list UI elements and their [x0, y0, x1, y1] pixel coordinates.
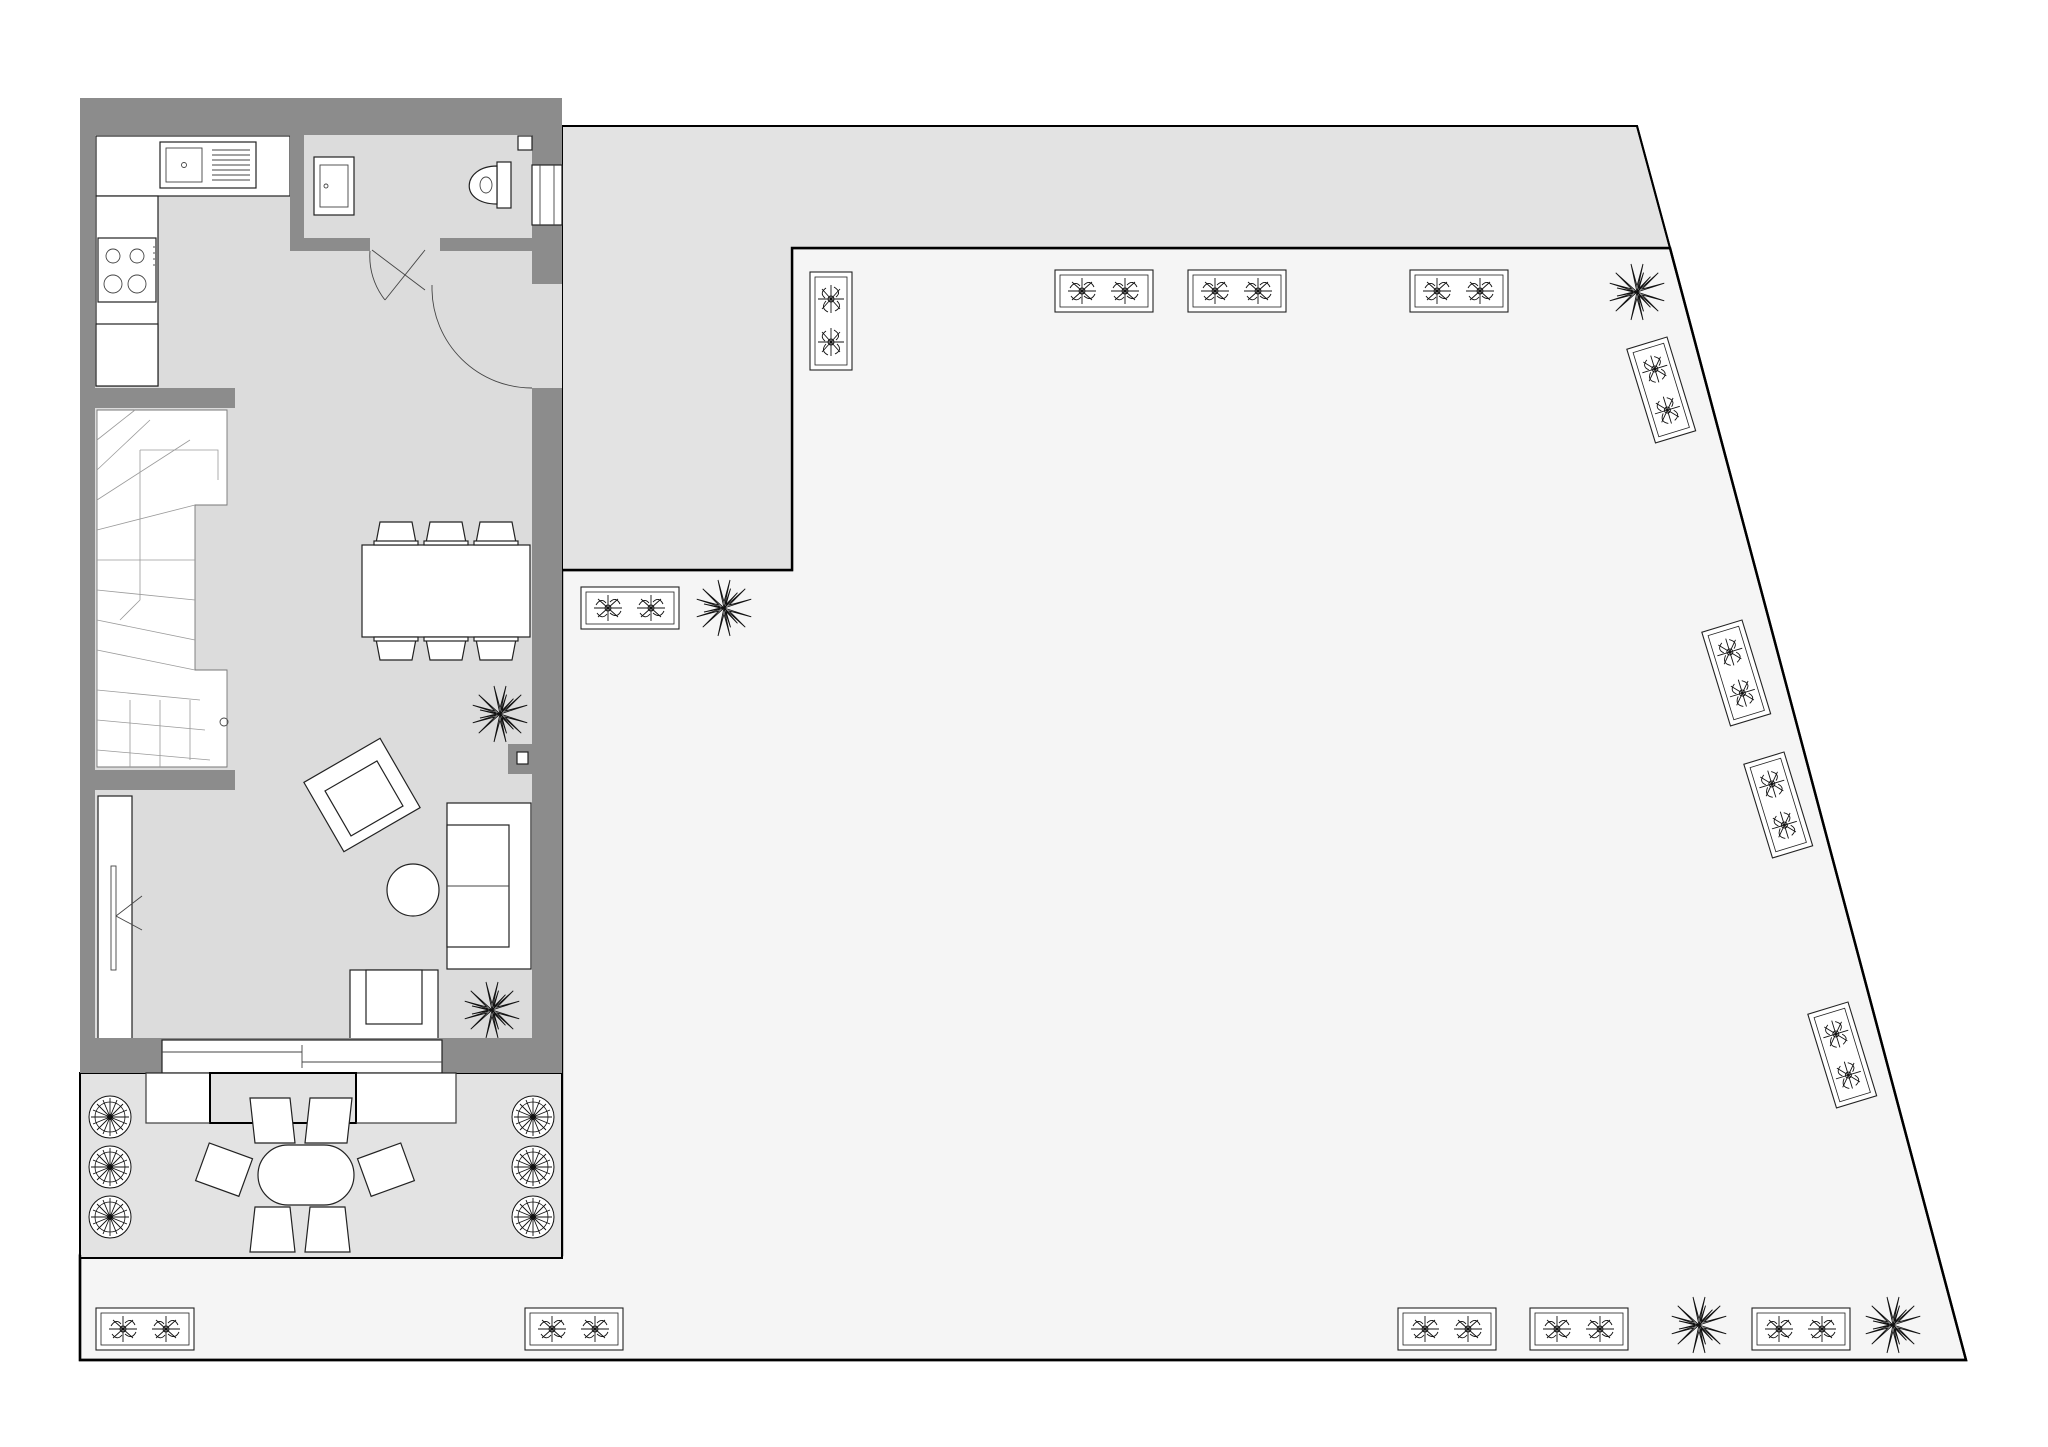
patio-chair [304, 1097, 353, 1144]
round-shrub-icon [511, 1195, 555, 1239]
round-shrub-icon [88, 1195, 132, 1239]
patio-chair [249, 1206, 296, 1253]
planter-box-icon [1054, 269, 1154, 313]
washbasin-icon [313, 156, 355, 216]
dining-chair [373, 636, 419, 661]
entry-door-swing [431, 289, 533, 389]
staircase-icon [96, 409, 229, 768]
planter-box-icon [1529, 1307, 1629, 1351]
dining-chair [473, 521, 519, 546]
living-room [97, 737, 532, 1041]
dining-table [361, 544, 531, 638]
stair-living-wall [95, 770, 235, 790]
hall-floor [532, 284, 562, 388]
wc [290, 98, 563, 301]
patio-chair [356, 1142, 416, 1198]
patio-set [194, 1097, 416, 1253]
kitchen [95, 135, 291, 387]
patio-chair [304, 1206, 351, 1253]
planter-box-icon [1397, 1307, 1497, 1351]
round-shrub-icon [511, 1095, 555, 1139]
patio-table [257, 1144, 355, 1206]
patio-chair [194, 1142, 254, 1198]
kitchen-sink-icon [159, 141, 257, 189]
cooktop-icon [97, 237, 157, 303]
coffee-table [386, 863, 440, 917]
patio-chair [249, 1097, 296, 1144]
planter-box-icon [524, 1307, 624, 1351]
round-shrub-icon [88, 1095, 132, 1139]
planter-box-icon [95, 1307, 195, 1351]
planter-box-icon [580, 586, 680, 630]
wc-window [531, 164, 563, 226]
fridge [95, 323, 159, 387]
toilet-icon [468, 161, 512, 209]
planter-box-icon [1751, 1307, 1851, 1351]
armchair-rotated [303, 737, 421, 853]
planter-box-icon [1409, 269, 1509, 313]
rear-terrace-boundary [562, 125, 1671, 249]
tv-unit [97, 795, 143, 1041]
kitchen-stair-wall [95, 388, 235, 408]
dining-chair [423, 636, 469, 661]
round-shrub-icon [511, 1145, 555, 1189]
dining-chair [373, 521, 419, 546]
armchair [349, 969, 439, 1041]
right-wall-upper [532, 388, 562, 1038]
dining-set [361, 521, 531, 661]
dining-chair [473, 636, 519, 661]
duct [517, 135, 533, 151]
planter-box-icon [809, 271, 853, 371]
planter-box-icon [1187, 269, 1287, 313]
sofa [446, 802, 532, 970]
round-shrub-icon [88, 1145, 132, 1189]
dining-chair [423, 521, 469, 546]
